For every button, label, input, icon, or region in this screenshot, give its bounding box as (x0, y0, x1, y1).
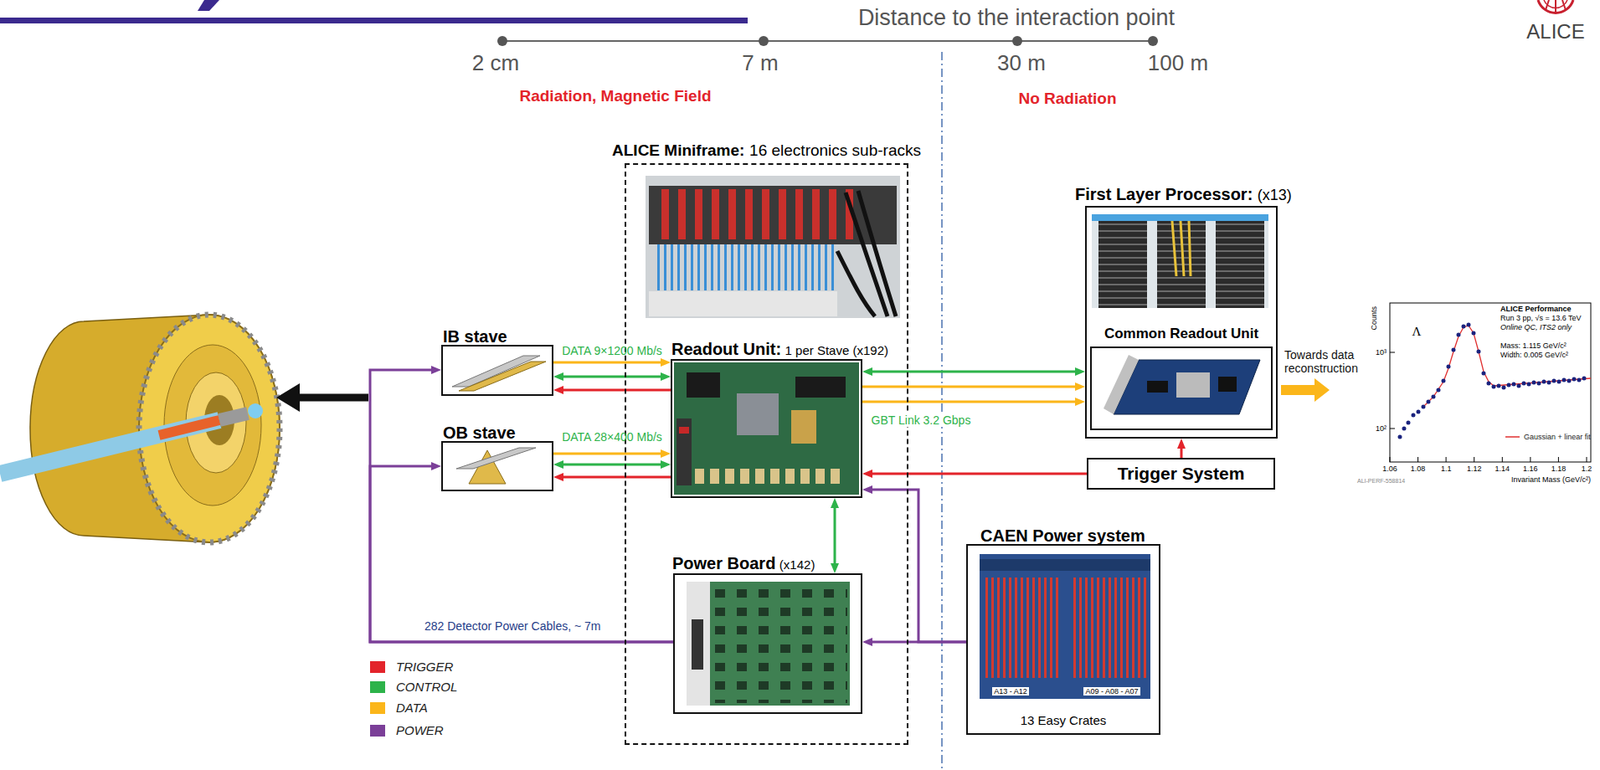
plot-note: Online QC, ITS2 only (1500, 323, 1572, 332)
signal-connector (560, 476, 671, 479)
box-heading: First Layer Processor:(x13) (1075, 185, 1292, 205)
box-text: Trigger System (1117, 463, 1246, 484)
processor-box: First Layer Processor:(x13)Common Readou… (1085, 205, 1278, 439)
zone-label: Radiation, Magnetic Field (519, 87, 711, 106)
box-title: OB stave (442, 423, 516, 443)
box-title: First Layer Processor: (1075, 185, 1253, 204)
legend-swatch (370, 725, 386, 737)
axis-tick-label: 1.2 (1581, 464, 1593, 474)
signal-connector (1180, 445, 1184, 458)
link-label: 282 Detector Power Cables, ~ 7m (422, 619, 603, 633)
axis-title: Invariant Mass (GeV/c²) (1511, 475, 1591, 484)
axis-tick-label: 1.18 (1551, 464, 1567, 474)
crate-tag: A13 - A12 (992, 687, 1029, 696)
box-body: Trigger System (1088, 459, 1274, 489)
plot-note: Run 3 pp, √s = 13.6 TeV (1500, 313, 1582, 323)
box-title: Readout Unit: (671, 339, 782, 359)
box-title: (x142) (779, 557, 816, 572)
stave-box: IB stave (441, 344, 554, 397)
distance-label: 7 m (741, 51, 778, 77)
signal-connector (560, 463, 664, 467)
box-heading: Readout Unit:1 per Stave (x192) (671, 339, 889, 359)
legend-swatch (370, 681, 386, 694)
power-board-box: Power Board(x142) (673, 573, 863, 715)
plot-note: Width: 0.005 GeV/c² (1500, 350, 1569, 360)
legend-text: CONTROL (396, 679, 458, 695)
signal-connector (869, 370, 1079, 374)
plot-note: ALICE Performance (1500, 304, 1572, 314)
signal-connector (862, 385, 1079, 389)
legend-swatch (370, 702, 386, 715)
axis-tick-label: 10² (1375, 424, 1387, 433)
axis-tick-label: 1.08 (1410, 464, 1426, 474)
miniframe-region: ALICE Miniframe:16 electronics sub-racks… (624, 163, 909, 746)
box-title: 1 per Stave (x192) (785, 343, 889, 358)
signal-connector (560, 389, 671, 392)
axis-tick-label: 1.1 (1440, 464, 1452, 474)
plot-id: ALI-PERF-558814 (1357, 478, 1405, 485)
legend-text: DATA (396, 700, 428, 716)
signal-connector (560, 375, 664, 379)
legend-text: TRIGGER (396, 659, 453, 674)
link-label: GBT Link 3.2 Gbps (869, 413, 973, 428)
axis-tick-label: 1.06 (1382, 464, 1398, 474)
signal-connector (862, 401, 1079, 404)
crate-tag: A09 - A08 - A07 (1083, 687, 1140, 696)
signal-connector (833, 504, 837, 567)
box-title: ALICE Miniframe: (612, 141, 745, 160)
signal-connector (553, 361, 664, 365)
distance-label: 30 m (997, 51, 1046, 77)
box-heading: IB stave (442, 327, 508, 346)
power-supply-box: CAEN Power system13 Easy Crates (966, 544, 1161, 736)
legend-swatch (370, 661, 386, 674)
readout-card-box: Common Readout Unit (1090, 346, 1273, 431)
box-title: CAEN Power system (980, 526, 1146, 546)
box-footer: 13 Easy Crates (967, 713, 1159, 729)
signal-connector (370, 370, 674, 643)
box-heading: Common Readout Unit (1104, 326, 1259, 343)
axis-tick-label: 1.14 (1495, 464, 1511, 474)
box-title: 16 electronics sub-racks (749, 141, 921, 160)
signal-connector (370, 466, 674, 643)
trigger-box: Trigger System (1086, 457, 1276, 490)
link-label: DATA 28×400 Mb/s (561, 430, 663, 444)
box-title: Power Board (672, 554, 776, 573)
axis-tick-label: 1.12 (1466, 464, 1482, 474)
stave-box: OB stave (441, 441, 554, 492)
box-heading: ALICE Miniframe:16 electronics sub-racks (612, 142, 921, 160)
link-label: DATA 9×1200 Mb/s (561, 344, 663, 358)
signal-connector (869, 489, 967, 643)
legend-text: POWER (396, 723, 444, 738)
box-title: (x13) (1257, 186, 1292, 204)
zone-label: No Radiation (1018, 89, 1117, 109)
box-title: IB stave (442, 327, 508, 346)
box-heading: Power Board(x142) (672, 554, 815, 573)
readout-unit-box: Readout Unit:1 per Stave (x192) (670, 359, 863, 499)
signal-connector (869, 473, 1087, 476)
axis-title: Counts (1369, 306, 1379, 331)
axis-title: Distance to the interaction point (858, 5, 1175, 31)
box-text: 13 Easy Crates (1020, 713, 1107, 728)
box-heading: CAEN Power system (980, 526, 1146, 546)
axis-tick-label: 1.16 (1522, 464, 1539, 474)
logo-text: ALICE (1526, 20, 1585, 44)
particle-symbol: Λ (1412, 324, 1422, 340)
distance-label: 2 cm (472, 51, 520, 77)
plot-note: Mass: 1.115 GeV/c² (1500, 341, 1567, 350)
distance-label: 100 m (1147, 51, 1209, 77)
signal-connector (553, 452, 664, 456)
flow-note: Towards data reconstruction (1284, 348, 1369, 376)
legend-text: Gaussian + linear fit (1523, 432, 1591, 442)
axis-tick-label: 10³ (1375, 348, 1387, 357)
box-heading: OB stave (442, 423, 516, 443)
box-title: Common Readout Unit (1104, 325, 1259, 342)
